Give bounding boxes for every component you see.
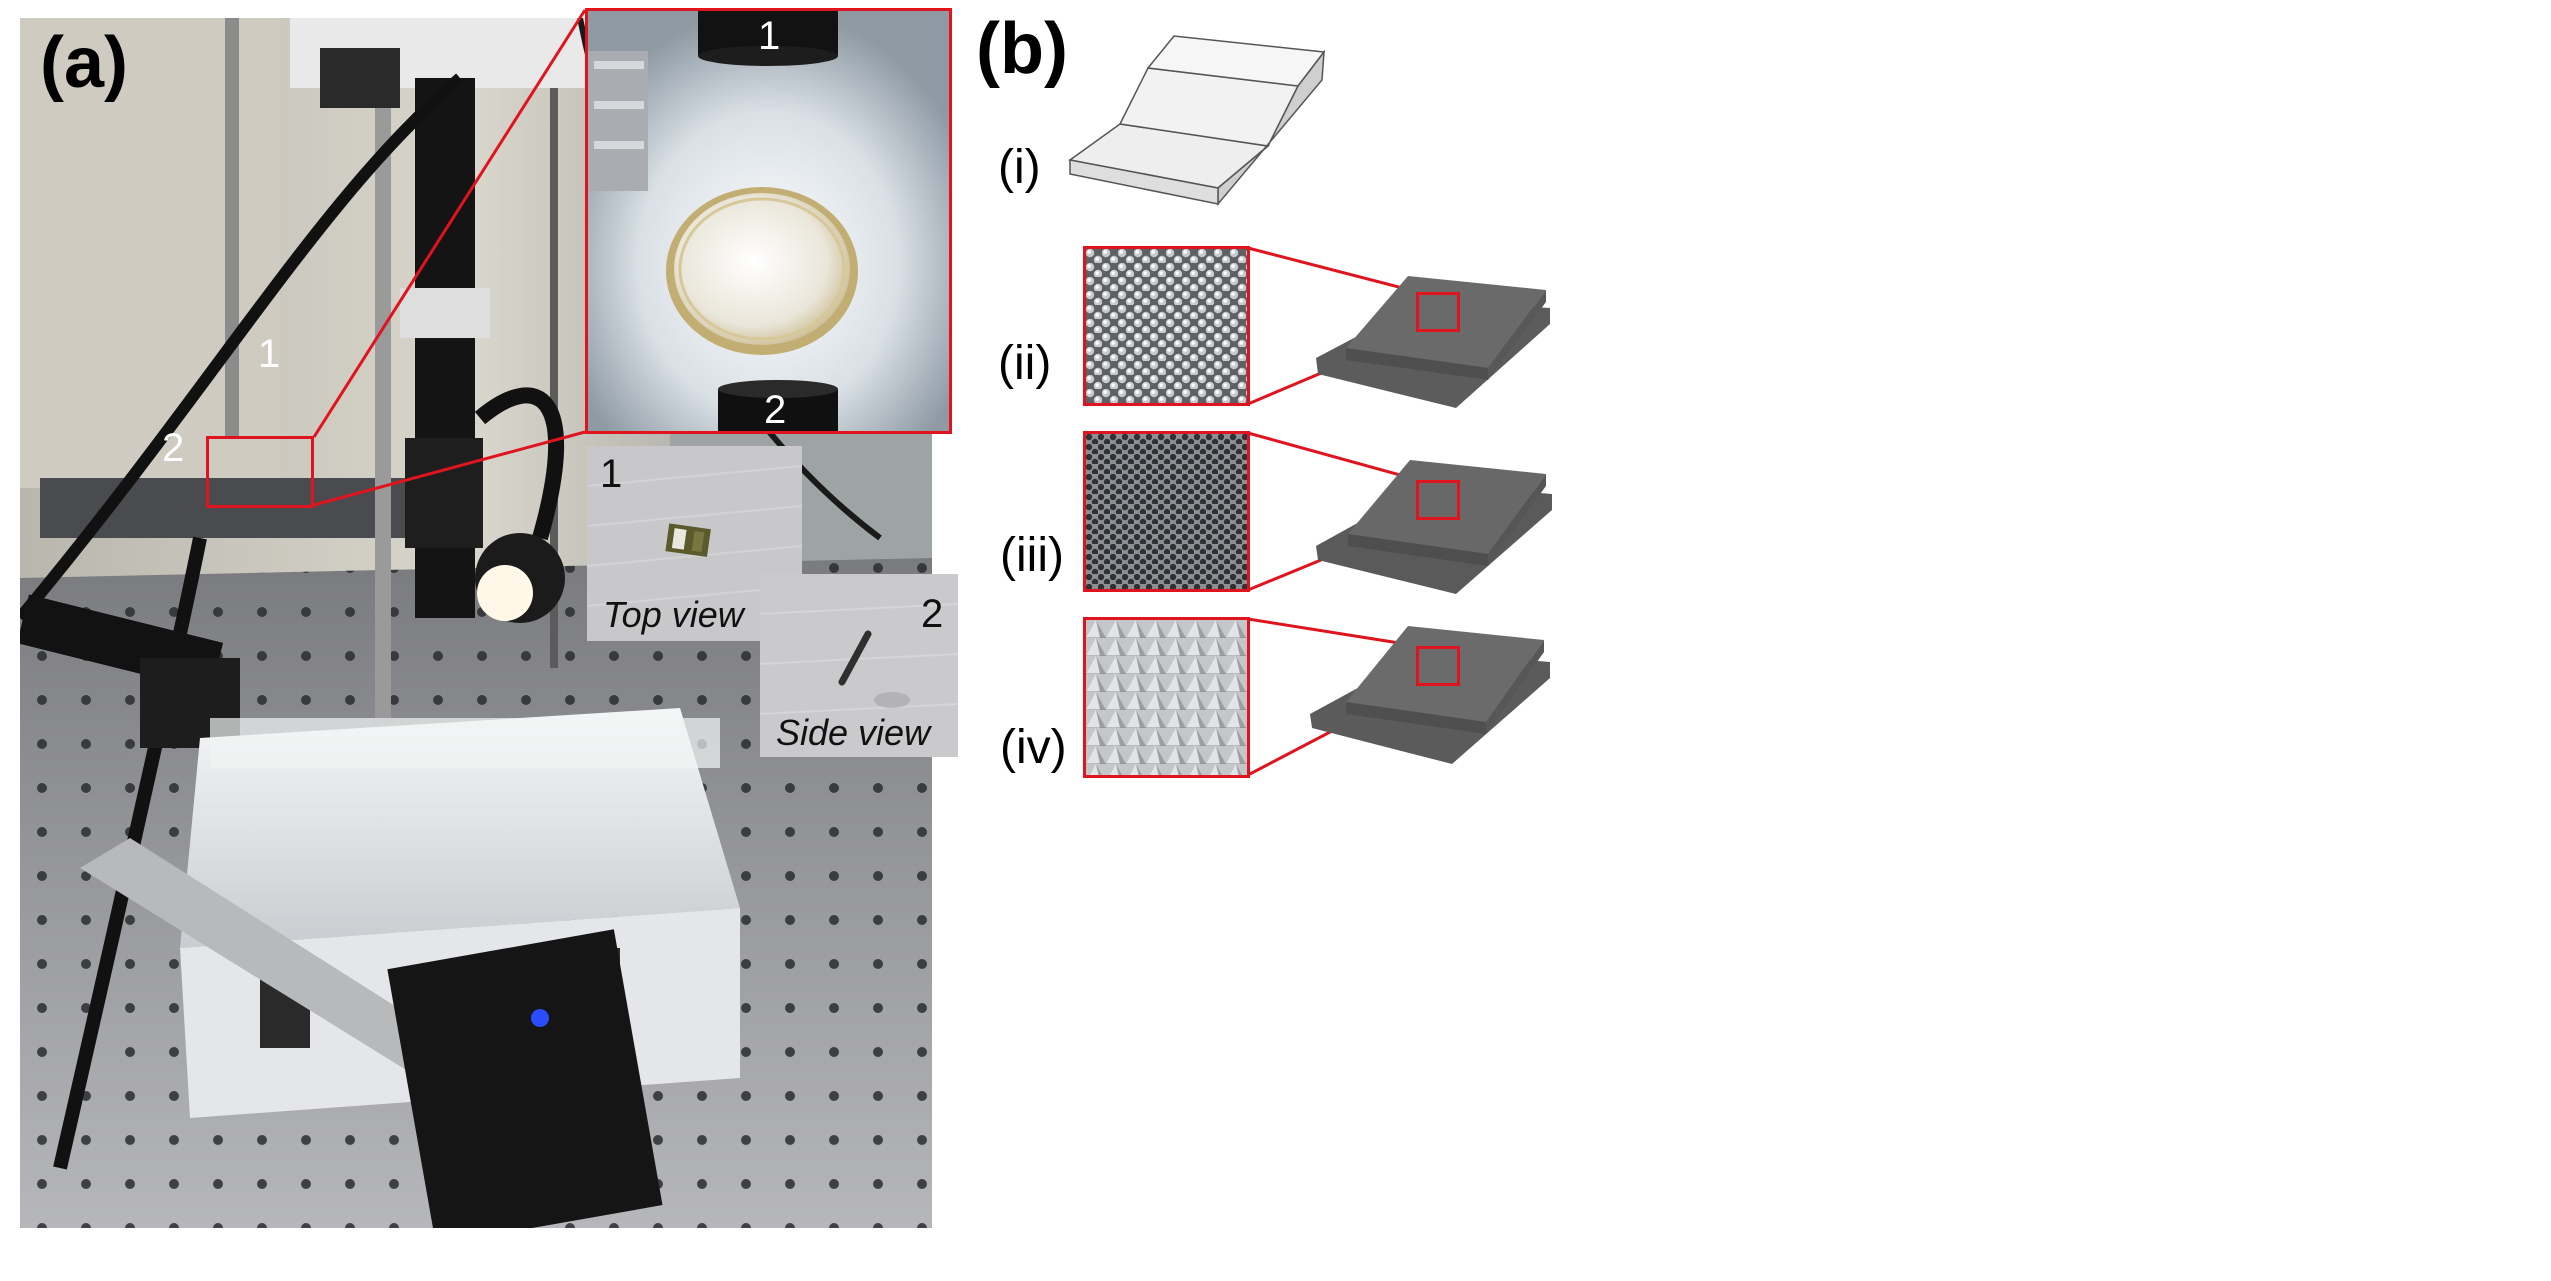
top-view-caption: Top view [603,594,744,635]
item-iii-label: (iii) [1000,529,1064,582]
surface-zoom-ii [1083,246,1250,406]
cad-ramp-model [1068,35,1326,207]
camera-1-marker: 1 [258,332,281,376]
petri-dish-inset [585,8,952,434]
textured-sample-ii [1316,276,1550,408]
inset-camera-1-marker: 1 [758,14,781,58]
textured-sample-iv [1310,626,1550,764]
top-view-number: 1 [600,452,623,496]
textured-sample-iii [1316,460,1552,594]
item-iv-label: (iv) [1000,721,1067,774]
surface-zoom-iv [1083,617,1250,778]
inset-camera-2-marker: 2 [764,388,787,432]
surface-zoom-iii [1083,431,1250,592]
zoom-region-ii [1416,292,1460,332]
side-view-number: 2 [921,592,944,636]
panel-b-label: (b) [976,9,1068,89]
sample-area-highlight [206,436,314,508]
item-i-label: (i) [998,141,1041,194]
zoom-region-iv [1416,646,1460,686]
zoom-region-iii [1416,480,1460,520]
panel-a-label: (a) [40,23,128,103]
side-view-image [760,574,958,757]
camera-2-marker: 2 [162,426,185,470]
item-ii-label: (ii) [998,337,1052,390]
side-view-caption: Side view [776,712,931,753]
